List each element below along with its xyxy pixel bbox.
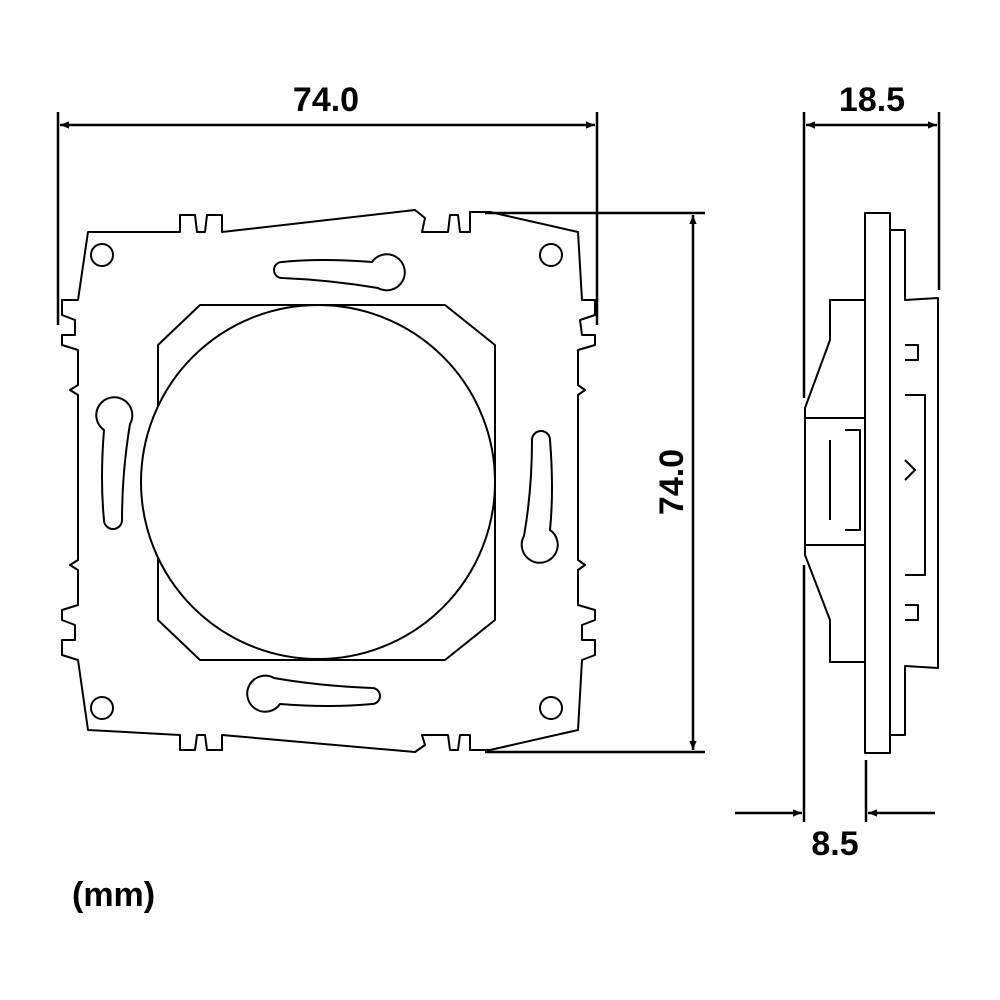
side-view (804, 212, 939, 754)
dimension-width (56, 112, 599, 325)
mounting-hole-bottom-left (90, 696, 114, 720)
mounting-hole-bottom-right (539, 696, 563, 720)
units-label: (mm) (72, 876, 155, 914)
side-plate (864, 212, 891, 754)
slot-top (273, 253, 406, 292)
side-mechanism (804, 299, 865, 663)
mounting-plate-outline (61, 209, 596, 753)
slot-bottom (246, 674, 381, 713)
width-label: 74.0 (293, 81, 359, 119)
side-frame (890, 229, 939, 736)
side-inner-detail (805, 344, 926, 621)
height-label: 74.0 (653, 449, 691, 515)
dimension-depth-total (802, 112, 941, 398)
mounting-hole-top-right (539, 243, 563, 267)
slot-left (95, 396, 134, 530)
depth-total-label: 18.5 (839, 81, 905, 119)
slot-right (520, 430, 559, 564)
mounting-hole-top-left (90, 243, 114, 267)
dimension-depth-front (735, 565, 935, 822)
front-view (61, 209, 596, 753)
dimension-height (485, 211, 705, 754)
depth-front-label: 8.5 (811, 825, 858, 863)
center-insert (140, 304, 496, 660)
